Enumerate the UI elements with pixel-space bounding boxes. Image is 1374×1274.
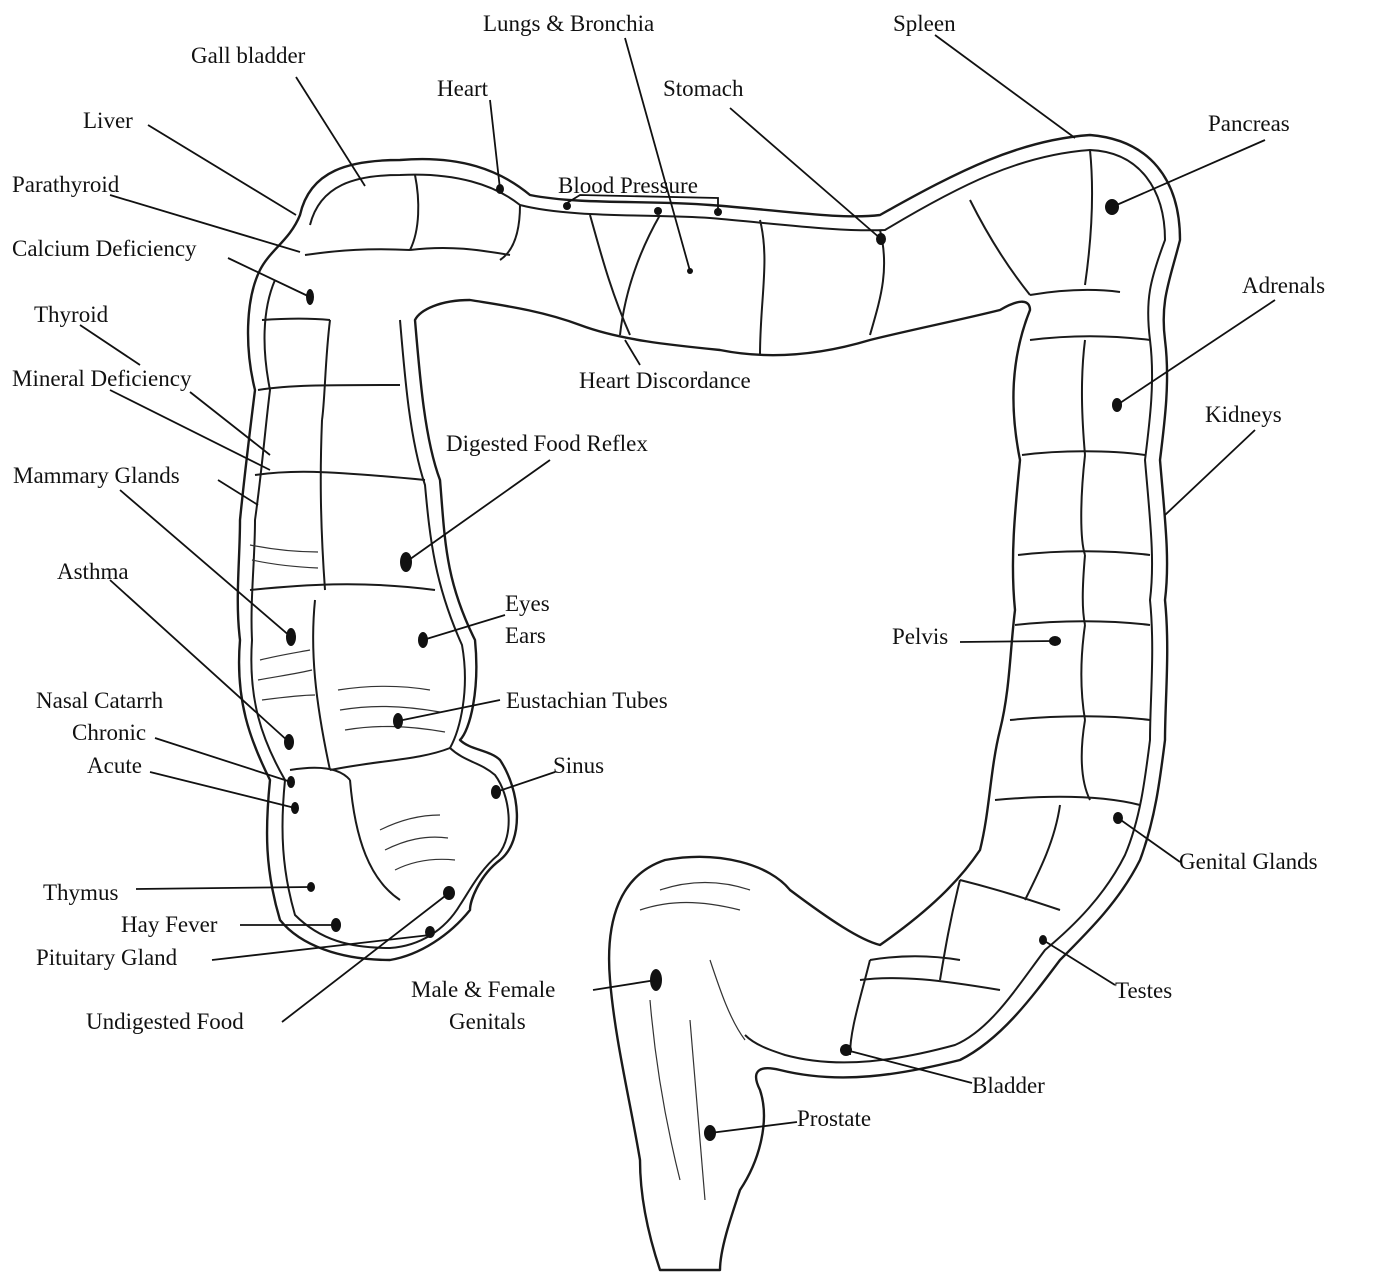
label-eyes: Eyes (505, 592, 550, 615)
leader-kidneys (1165, 430, 1255, 515)
label-lungs-bronchia: Lungs & Bronchia (483, 12, 654, 35)
label-pituitary-gland: Pituitary Gland (36, 946, 177, 969)
label-heart-discordance: Heart Discordance (579, 369, 751, 392)
label-stomach: Stomach (663, 77, 744, 100)
reflex-points (284, 184, 1123, 1141)
label-nasal-catarrh: Nasal Catarrh (36, 689, 163, 712)
label-prostate: Prostate (797, 1107, 871, 1130)
label-adrenals: Adrenals (1242, 274, 1325, 297)
leader-eustachian (398, 700, 500, 721)
leader-pelvis (960, 641, 1055, 642)
label-mineral-deficiency: Mineral Deficiency (12, 367, 191, 390)
leader-thymus (136, 887, 311, 889)
leader-asthma (110, 580, 289, 742)
leader-mineral-2 (190, 392, 270, 455)
leader-calcium (228, 258, 310, 297)
leader-undigested (282, 893, 449, 1022)
label-pancreas: Pancreas (1208, 112, 1290, 135)
leader-gall-bladder (296, 77, 365, 186)
label-mammary-glands: Mammary Glands (13, 464, 180, 487)
colon-inner-outline (310, 150, 1165, 1062)
label-gall-bladder: Gall bladder (191, 44, 305, 67)
label-chronic: Chronic (72, 721, 146, 744)
leader-liver (148, 125, 296, 215)
leader-lines (80, 35, 1275, 1133)
leader-mammary (120, 490, 291, 637)
label-genital-glands: Genital Glands (1179, 850, 1318, 873)
label-eustachian-tubes: Eustachian Tubes (506, 689, 668, 712)
label-bladder: Bladder (972, 1074, 1045, 1097)
leader-testes (1043, 940, 1115, 985)
label-pelvis: Pelvis (892, 625, 948, 648)
label-sinus: Sinus (553, 754, 604, 777)
label-spleen: Spleen (893, 12, 956, 35)
label-thyroid: Thyroid (34, 303, 108, 326)
leader-heart (490, 100, 500, 189)
leader-sinus (496, 772, 555, 792)
leader-prostate (710, 1122, 797, 1133)
leader-spleen (935, 35, 1075, 138)
label-ears: Ears (505, 624, 546, 647)
label-testes: Testes (1115, 979, 1172, 1002)
colon-outer-outline (238, 135, 1180, 1270)
leader-mineral (110, 390, 270, 470)
hatching (250, 545, 750, 1200)
reflex-point-bp-2 (654, 207, 662, 215)
leader-genital-glands (1118, 818, 1180, 862)
leader-acute (150, 772, 295, 808)
label-blood-pressure: Blood Pressure (558, 174, 698, 197)
leader-stomach (730, 108, 881, 239)
leader-pancreas (1112, 140, 1265, 207)
label-kidneys: Kidneys (1205, 403, 1282, 426)
label-thymus: Thymus (43, 881, 118, 904)
reflex-point-bp-1 (563, 202, 571, 210)
leader-adrenals (1117, 300, 1275, 405)
label-genitals: Genitals (449, 1010, 526, 1033)
label-acute: Acute (87, 754, 142, 777)
label-male-female: Male & Female (411, 978, 555, 1001)
colon-inner-left (251, 280, 508, 948)
label-hay-fever: Hay Fever (121, 913, 217, 936)
label-asthma: Asthma (57, 560, 129, 583)
label-calcium-deficiency: Calcium Deficiency (12, 237, 197, 260)
leader-thyroid (80, 325, 140, 365)
label-liver: Liver (83, 109, 133, 132)
leader-lungs (625, 38, 690, 271)
label-heart: Heart (437, 77, 488, 100)
leader-male-female (593, 980, 656, 990)
label-digested-food-reflex: Digested Food Reflex (446, 432, 648, 455)
leader-heart-disc (625, 340, 640, 365)
leader-mammary-2 (218, 480, 258, 505)
label-undigested-food: Undigested Food (86, 1010, 244, 1033)
leader-chronic (155, 738, 291, 782)
label-parathyroid: Parathyroid (12, 173, 119, 196)
